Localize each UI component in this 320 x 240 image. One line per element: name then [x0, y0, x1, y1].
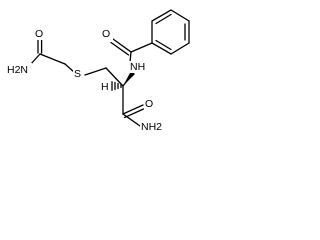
atom-nh: NH [130, 61, 145, 73]
ring-double-1 [155, 13, 172, 25]
structure-diagram: O H2N S O NH H O NH2 [6, 9, 190, 133]
stereo-bonds [111, 71, 135, 91]
atom-o-left: O [35, 28, 43, 40]
bond-c3-n3 [122, 113, 141, 127]
wedge-to-nh [123, 71, 135, 86]
bond-ch2-s [64, 63, 75, 73]
bond-nh-cbz [129, 51, 132, 63]
bond-c1-ch2 [39, 53, 66, 65]
atom-o-bottom: O [145, 98, 153, 110]
bond-ch2b-calpha [105, 67, 124, 87]
atom-labels: O H2N S O NH H O NH2 [6, 28, 166, 133]
atom-o-benzoyl: O [102, 28, 110, 40]
benzene-ring [151, 9, 190, 55]
bond-c3-o3-a [122, 104, 144, 115]
bond-cbz-o2-b [110, 41, 130, 56]
atom-h-stereo: H [101, 81, 109, 93]
bond-c3-o3-b [123, 108, 145, 119]
bond-s-ch2b [84, 67, 107, 76]
atom-nh2-bottom: NH2 [141, 121, 162, 133]
ring-double-3 [155, 39, 172, 51]
atom-h2n-left: H2N [7, 64, 28, 76]
bond-cbz-ring [130, 42, 153, 53]
bond-cbz-o2-a [112, 38, 132, 53]
atom-sulfur: S [74, 68, 81, 80]
